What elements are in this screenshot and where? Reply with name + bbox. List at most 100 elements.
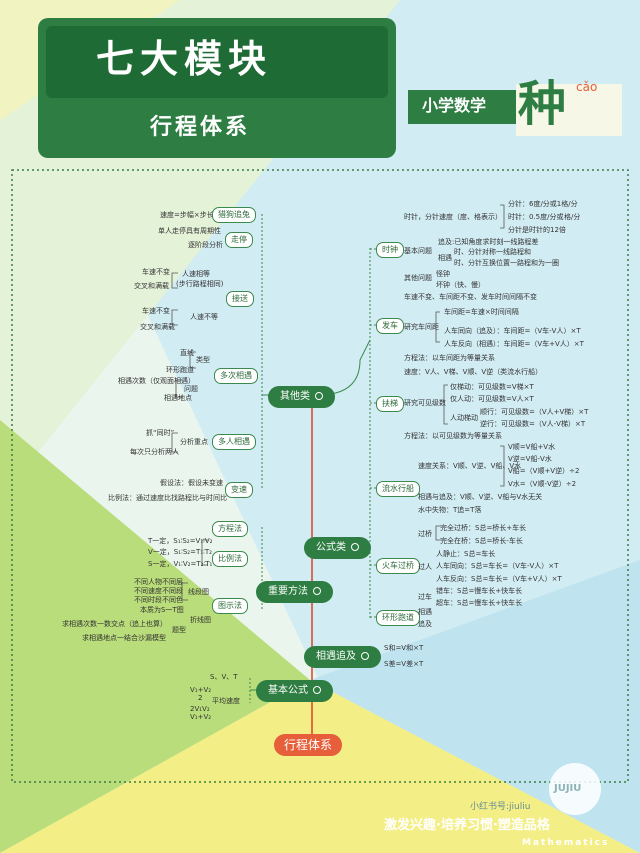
text: 追及 <box>418 620 432 628</box>
footer-subject-en: Mathematics <box>522 838 610 848</box>
text: 相遇与追及：V顺、V逆、V船与V水无关 <box>418 493 543 501</box>
brand-badge-text: JUJIU <box>554 783 582 794</box>
text: 时针，分针速度（度、格表示） <box>404 213 502 221</box>
node-clock: 时钟 <box>376 242 404 258</box>
text: 基本问题 <box>404 247 432 255</box>
text: V水=（V顺-V逆）÷2 <box>508 480 577 488</box>
text: 相遇地点 <box>164 394 192 402</box>
text: 过人 <box>418 563 432 571</box>
node-bus: 发车 <box>376 318 404 334</box>
footer-credit: 小红书号:jiuliu <box>470 802 531 812</box>
node-multi-meet: 多次相遇 <box>214 368 258 384</box>
text: 水中失物：T追=T落 <box>418 506 482 514</box>
text: 不同人物不同层 <box>134 578 183 586</box>
node-escalator: 扶梯 <box>376 396 404 412</box>
text: 相遇次数（仅观面相遇） <box>118 377 195 385</box>
text: 错车：S总=慢车长+快车长 <box>436 587 523 595</box>
text: 问题 <box>184 385 198 393</box>
text: 人车反向：S总=车长=（V车+V人）×T <box>436 575 562 583</box>
text: 2 <box>198 694 203 702</box>
subject-label: 小学数学 <box>422 96 487 115</box>
node-pickup: 接送 <box>226 291 254 307</box>
text: S差=V差×T <box>384 660 424 668</box>
text: 折线图 <box>190 616 211 624</box>
text: 不同时段不同色 <box>134 596 183 604</box>
text: 求相遇地点一结合沙漏模型 <box>82 634 166 642</box>
text: 其他问题 <box>404 274 432 282</box>
text: 2V₁V₂ <box>190 705 210 713</box>
text: 交叉和满载 <box>140 323 175 331</box>
text: 方程法：以车间距为等量关系 <box>404 354 495 362</box>
node-ring-track: 环形跑道 <box>376 610 420 626</box>
text: 人静止：S总=车长 <box>436 550 496 558</box>
text: 方程法：以可见级数为等量关系 <box>404 432 502 440</box>
text: (步行路程相同) <box>176 280 224 288</box>
text: 完全过桥：S总=桥长+车长 <box>440 524 527 532</box>
logo-character: 种 <box>518 76 567 132</box>
text: 车间距=车速×时间间隔 <box>444 308 519 316</box>
text: 仅人动：可见级数=V人×T <box>450 395 534 403</box>
root-node: 行程体系 <box>274 734 343 756</box>
text: V逆=V船-V水 <box>508 455 552 463</box>
text: 人车同向（追及）：车间距=（V车-V人）×T <box>444 327 581 335</box>
text: 人速不等 <box>190 313 218 321</box>
text: 超车：S总=慢车长+快车长 <box>436 599 523 607</box>
text: V船=（V顺+V逆）÷2 <box>508 467 580 475</box>
text: 抓“同时” <box>146 429 175 437</box>
text: 怪钟 <box>436 270 450 278</box>
text: 单人走停具有周期性 <box>158 227 221 235</box>
branch-basic: 基本公式 <box>256 680 333 702</box>
node-stream: 流水行船 <box>376 481 420 497</box>
text: V一定，S₁∶S₂=T₁∶T₂ <box>148 548 212 556</box>
text: 时针：0.5度/分或 <box>508 213 564 221</box>
text: V₁+V₂ <box>190 686 212 694</box>
text: 时、分针对称一线路程和 <box>454 248 531 256</box>
text: T一定，S₁∶S₂=V₁∶V₂ <box>148 537 213 545</box>
text: 人动梯动 <box>450 414 478 422</box>
text: 分针是时针的12倍 <box>508 226 566 234</box>
text: 分析重点 <box>180 438 208 446</box>
logo-pinyin: cǎo <box>576 80 598 94</box>
text: 直线 <box>180 349 194 357</box>
text: 线段图 <box>188 588 209 596</box>
text: 不同速度不同段 <box>134 587 183 595</box>
text: 交叉和满载 <box>134 282 169 290</box>
node-train: 火车过桥 <box>376 558 420 574</box>
text: 坏钟（快、慢） <box>436 281 485 289</box>
text: 研究可见级数 <box>404 399 446 407</box>
text: 比例法：通过速度比找路程比与时间比 <box>108 494 227 502</box>
text: 时、分针互换位置一路程和为一圈 <box>454 259 559 267</box>
footer-watermark: 激发兴趣·培养习惯·塑造品格 <box>384 818 550 833</box>
text: 环形跑道 <box>166 366 194 374</box>
text: 速度=步幅×步长 <box>160 211 214 219</box>
text: 追及:已知角度求时刻一线路程差 <box>438 238 539 246</box>
text: 车速不变 <box>142 307 170 315</box>
branch-meet-chase: 相遇追及 <box>304 646 381 668</box>
text: 人速相等 <box>182 270 210 278</box>
text: 本质为S一T图 <box>140 606 184 614</box>
node-multi-person: 多人相遇 <box>212 434 256 450</box>
text: 相遇 <box>418 608 432 616</box>
text: 人车反向（相遇）：车间距=（V车+V人）×T <box>444 340 584 348</box>
text: V顺=V船+V水 <box>508 443 556 451</box>
text: 平均速度 <box>212 697 240 705</box>
node-speed-change: 变速 <box>225 482 253 498</box>
text: S和=V和×T <box>384 644 424 652</box>
text: 假设法：假设未变速 <box>160 479 223 487</box>
text: 过桥 <box>418 530 432 538</box>
branch-other: 其他类 <box>268 386 335 408</box>
text: 相遇 <box>438 254 452 262</box>
text: 每次只分析两人 <box>130 448 179 456</box>
node-dog-rabbit: 猎狗追兔 <box>212 207 256 223</box>
branch-methods: 重要方法 <box>256 581 333 603</box>
node-diagram: 图示法 <box>212 598 248 614</box>
page-subtitle: 行程体系 <box>150 115 251 140</box>
text: 车速不变、车间距不变、发车时间间隔不变 <box>404 293 537 301</box>
text: 格/分 <box>564 213 581 221</box>
text: S一定，V₁∶V₂=T₂∶T₁ <box>148 560 213 568</box>
text: 逐阶段分析 <box>188 241 223 249</box>
text: 完全在桥：S总=桥长-车长 <box>440 537 523 545</box>
text: 题型 <box>172 626 186 634</box>
node-ratio: 比例法 <box>212 551 248 567</box>
